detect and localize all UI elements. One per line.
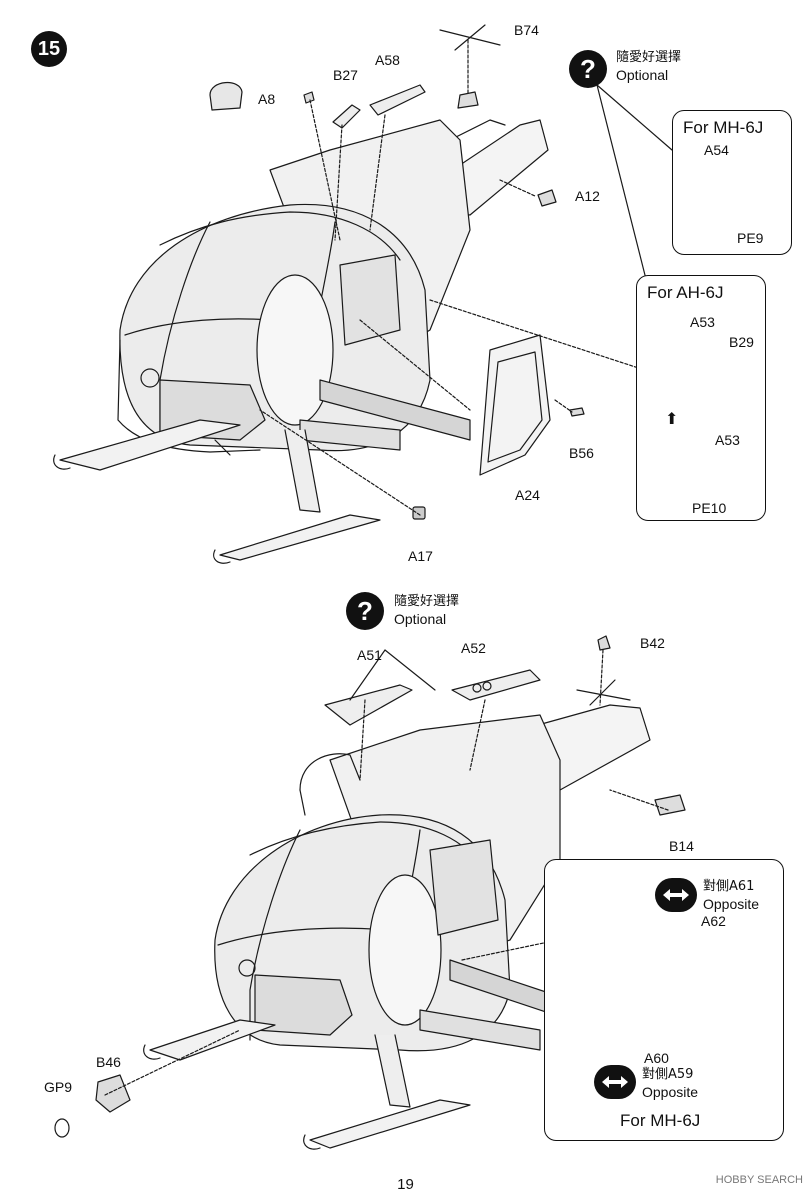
- part-label-b42: B42: [640, 635, 665, 651]
- part-label-a58: A58: [375, 52, 400, 68]
- opposite-a61-en: Opposite: [703, 896, 760, 912]
- part-label-a12: A12: [575, 188, 600, 204]
- mh6j-option-panel: For MH-6J: [672, 110, 792, 255]
- part-label-b29: B29: [729, 334, 754, 350]
- part-label-b46: B46: [96, 1054, 121, 1070]
- mh6j-bottom-panel-title: For MH-6J: [620, 1111, 701, 1130]
- part-label-a51: A51: [357, 647, 382, 663]
- page-number: 19: [397, 1176, 414, 1193]
- part-label-a62: A62: [701, 913, 726, 929]
- part-label-b14: B14: [669, 838, 694, 854]
- optional-label-cjk: 隨愛好選擇: [616, 50, 682, 65]
- part-label-a54: A54: [704, 142, 729, 158]
- question-icon: ?: [346, 592, 384, 630]
- top-helicopter-drawing: [53, 24, 673, 564]
- opposite-a61-cjk: 對側A61: [703, 879, 755, 894]
- part-label-pe9: PE9: [737, 230, 764, 246]
- watermark: HOBBY SEARCH: [715, 1174, 803, 1186]
- part-label-a17: A17: [408, 548, 433, 564]
- question-icon: ?: [569, 50, 607, 88]
- part-label-a53-top: A53: [690, 314, 715, 330]
- opposite-a59-en: Opposite: [642, 1084, 699, 1100]
- ah6j-panel-title: For AH-6J: [647, 283, 724, 302]
- optional-label-cjk: 隨愛好選擇: [394, 594, 460, 609]
- part-label-b27: B27: [333, 67, 358, 83]
- part-label-a53-bottom: A53: [715, 432, 740, 448]
- double-arrow-icon: [655, 878, 697, 912]
- part-label-a60: A60: [644, 1050, 669, 1066]
- part-label-a52: A52: [461, 640, 486, 656]
- double-arrow-icon: [594, 1065, 636, 1099]
- part-label-a8: A8: [258, 91, 276, 107]
- part-label-b74: B74: [514, 22, 539, 38]
- part-label-gp9: GP9: [44, 1079, 73, 1095]
- optional-label-en: Optional: [616, 67, 669, 83]
- part-label-a24: A24: [515, 487, 540, 503]
- step-number-badge: 15: [31, 31, 67, 67]
- bottom-helicopter-drawing: [54, 635, 686, 1150]
- optional-label-en: Optional: [394, 611, 447, 627]
- part-label-pe10: PE10: [692, 500, 727, 516]
- ah6j-option-panel: For AH-6J: [636, 275, 766, 521]
- opposite-a59-cjk: 對側A59: [642, 1067, 694, 1082]
- part-label-b56: B56: [569, 445, 594, 461]
- mh6j-panel-title: For MH-6J: [683, 118, 764, 137]
- up-arrow-icon: ⬆: [665, 411, 679, 428]
